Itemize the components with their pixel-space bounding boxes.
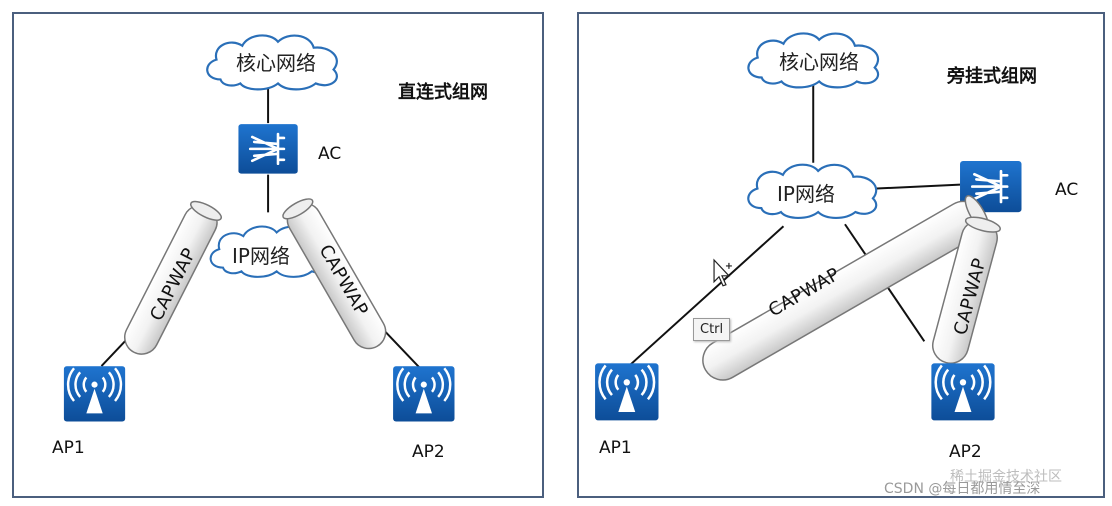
panel-title: 直连式组网 — [398, 82, 488, 103]
ap2-label: AP2 — [412, 442, 445, 462]
core-network-label: 核心网络 — [236, 51, 316, 75]
ap2-device-icon — [931, 363, 995, 421]
capwap-tunnel-2 — [282, 198, 387, 350]
ap2-device-icon — [393, 366, 455, 422]
ac-label: AC — [318, 144, 342, 164]
link-ip-ac — [876, 183, 961, 190]
ap1-label: AP1 — [599, 438, 632, 458]
ap1-device-icon — [595, 363, 659, 421]
ctrl-tooltip: Ctrl — [693, 318, 731, 341]
direct-networking-panel: 核心网络 直连式组网 AC IP网络 CAPWAP CAPWAP AP1 AP2 — [12, 12, 544, 498]
capwap-tunnel-2 — [932, 216, 1001, 364]
bypass-networking-diagram — [595, 32, 1022, 421]
core-network-label: 核心网络 — [779, 50, 859, 74]
ap1-device-icon — [63, 366, 126, 422]
watermark-overlay: 稀土掘金技术社区 — [950, 469, 1062, 485]
ip-network-label: IP网络 — [232, 244, 290, 268]
direct-networking-diagram — [63, 34, 455, 422]
ac-label: AC — [1055, 180, 1079, 200]
csdn-watermark: CSDN @每日都用情至深 — [884, 481, 1041, 497]
mouse-cursor-icon — [713, 258, 732, 287]
bypass-networking-panel: 核心网络 旁挂式组网 IP网络 AC CAPWAP CAPWAP Ctrl AP… — [577, 12, 1105, 498]
ap2-label: AP2 — [949, 442, 982, 462]
ac-device-icon — [238, 123, 298, 175]
capwap-tunnel-1 — [124, 200, 223, 355]
ap1-label: AP1 — [52, 438, 85, 458]
link-ap1-ip — [628, 225, 785, 367]
ip-network-label: IP网络 — [777, 182, 835, 206]
panel-title: 旁挂式组网 — [947, 66, 1037, 87]
